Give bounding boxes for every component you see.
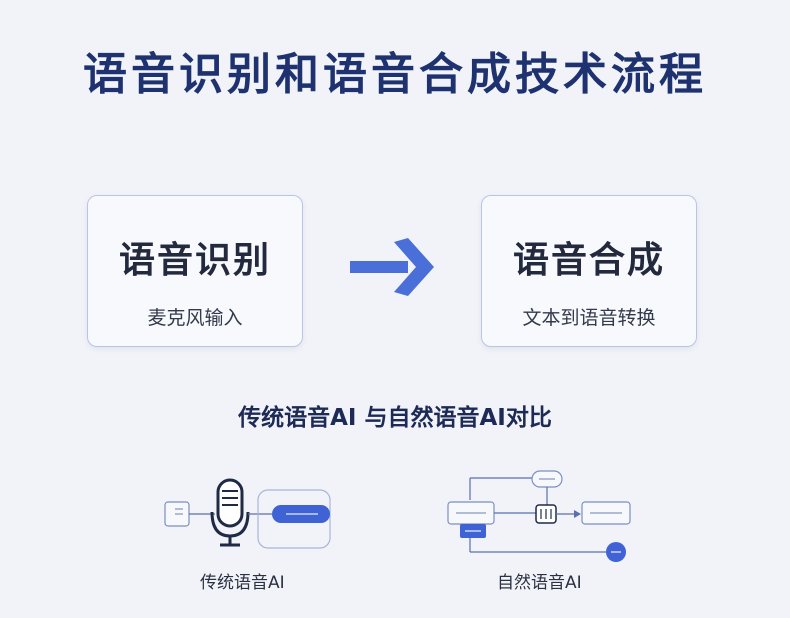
traditional-ai-diagram — [164, 478, 331, 549]
natural-ai-label: 自然语音AI — [497, 573, 582, 593]
traditional-ai-label: 传统语音AI — [200, 573, 285, 593]
tts-card-title: 语音合成 — [512, 240, 665, 281]
microphone-icon — [210, 478, 250, 547]
asr-card: 语音识别 麦克风输入 — [87, 195, 303, 347]
tts-card-subtitle: 文本到语音转换 — [522, 307, 656, 329]
database-icon — [535, 504, 557, 524]
asr-card-title: 语音识别 — [118, 240, 271, 281]
right-arrow-icon — [350, 238, 434, 296]
page-title: 语音识别和语音合成技术流程 — [83, 49, 707, 100]
asr-card-subtitle: 麦克风输入 — [147, 307, 243, 329]
comparison-title: 传统语音AI 与自然语音AI对比 — [238, 405, 552, 431]
natural-ai-diagram — [447, 470, 631, 562]
tts-card: 语音合成 文本到语音转换 — [481, 195, 697, 347]
